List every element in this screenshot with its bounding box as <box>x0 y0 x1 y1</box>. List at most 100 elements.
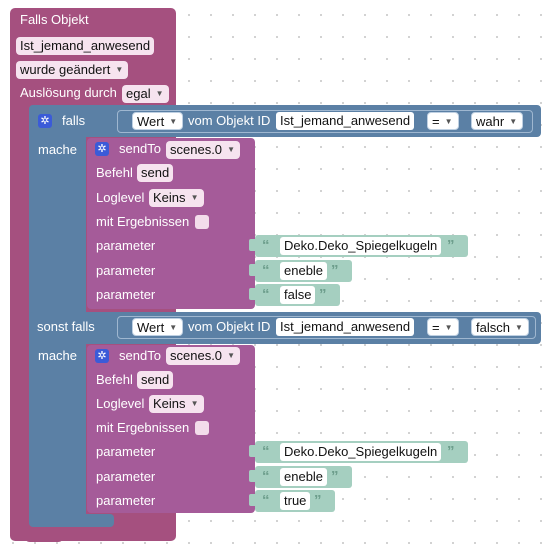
object-id-field-2[interactable]: Ist_jemand_anwesend <box>276 318 415 336</box>
befehl-field-2[interactable]: send <box>137 371 174 389</box>
operator-dropdown-1[interactable]: = ▼ <box>427 112 459 130</box>
param-value-field[interactable]: Deko.Deko_Spiegelkugeln <box>280 237 442 255</box>
results-label-1: mit Ergebnissen <box>96 214 190 229</box>
socket-tab <box>249 470 257 482</box>
chevron-down-icon: ▼ <box>155 89 164 98</box>
of-object-label-2: vom Objekt ID <box>188 319 271 334</box>
open-quote-icon: “ <box>262 286 270 303</box>
chevron-down-icon: ▼ <box>509 117 518 126</box>
condition-2[interactable] <box>117 316 536 339</box>
chevron-down-icon: ▼ <box>169 323 178 332</box>
param-value-field[interactable]: eneble <box>280 468 328 486</box>
chevron-down-icon: ▼ <box>169 117 178 126</box>
operator-value: = <box>432 114 440 129</box>
befehl-field-1[interactable]: send <box>137 164 174 182</box>
loglevel-dropdown-2[interactable]: Keins ▼ <box>149 395 204 413</box>
loglevel-dropdown-1[interactable]: Keins ▼ <box>149 189 204 207</box>
close-quote-icon: ” <box>314 492 322 509</box>
chevron-down-icon: ▼ <box>515 323 523 332</box>
condition-1[interactable] <box>117 110 533 133</box>
param-label: parameter <box>96 287 156 302</box>
compare-value-dropdown-1[interactable]: wahr ▼ <box>471 112 524 130</box>
trigger-type-dropdown[interactable]: egal ▼ <box>122 85 169 103</box>
chevron-down-icon: ▼ <box>227 145 236 154</box>
close-quote-icon: ” <box>319 286 327 303</box>
loglevel-label-1: Loglevel <box>96 190 145 205</box>
if-label: falls <box>62 113 86 128</box>
param-value-field[interactable]: false <box>280 286 316 304</box>
value-dropdown-label: Wert <box>137 320 165 335</box>
param-value: Deko.Deko_Spiegelkugeln <box>284 444 438 459</box>
results-label-2: mit Ergebnissen <box>96 420 190 435</box>
open-quote-icon: “ <box>262 492 270 509</box>
event-object-id: Ist_jemand_anwesend <box>20 38 151 53</box>
open-quote-icon: “ <box>262 237 270 254</box>
compare-value-dropdown-2[interactable]: falsch ▼ <box>471 318 529 336</box>
param-value-field[interactable]: true <box>280 492 311 510</box>
gear-icon[interactable]: ✲ <box>95 349 109 363</box>
then-label-1: mache <box>38 142 78 157</box>
param-label: parameter <box>96 238 156 253</box>
object-id-field-1[interactable]: Ist_jemand_anwesend <box>276 112 415 130</box>
param-value: eneble <box>284 263 324 278</box>
adapter-dropdown-1[interactable]: scenes.0 ▼ <box>166 141 241 159</box>
close-quote-icon: ” <box>447 237 455 254</box>
param-value: eneble <box>284 469 324 484</box>
socket-tab <box>249 239 257 251</box>
befehl-value: send <box>141 165 170 180</box>
sendto-title-1: sendTo <box>119 141 161 156</box>
compare-value: wahr <box>476 114 505 129</box>
else-if-label: sonst falls <box>37 319 95 334</box>
value-dropdown-2[interactable]: Wert ▼ <box>132 318 184 336</box>
adapter-value: scenes.0 <box>170 348 223 363</box>
compare-value: falsch <box>476 320 510 335</box>
event-title: Falls Objekt <box>20 12 89 27</box>
befehl-label-1: Befehl <box>96 165 133 180</box>
socket-tab <box>249 288 257 300</box>
open-quote-icon: “ <box>262 443 270 460</box>
object-id-value: Ist_jemand_anwesend <box>280 319 411 334</box>
sendto-title-2: sendTo <box>119 348 161 363</box>
results-checkbox-2[interactable] <box>195 421 209 435</box>
close-quote-icon: ” <box>331 262 339 279</box>
socket-tab <box>249 264 257 276</box>
param-value-field[interactable]: eneble <box>280 262 328 280</box>
gear-icon[interactable]: ✲ <box>38 114 52 128</box>
operator-value: = <box>432 320 440 335</box>
socket-tab <box>249 494 257 506</box>
adapter-dropdown-2[interactable]: scenes.0 ▼ <box>166 347 241 365</box>
befehl-value: send <box>141 372 170 387</box>
event-block-bottom-tab <box>24 528 64 542</box>
loglevel-label-2: Loglevel <box>96 396 145 411</box>
param-label: parameter <box>96 444 156 459</box>
trigger-dropdown[interactable]: wurde geändert ▼ <box>16 61 129 79</box>
close-quote-icon: ” <box>331 468 339 485</box>
param-value-field[interactable]: Deko.Deko_Spiegelkugeln <box>280 443 442 461</box>
of-object-label-1: vom Objekt ID <box>188 113 271 128</box>
then-label-2: mache <box>38 348 78 363</box>
object-id-value: Ist_jemand_anwesend <box>280 113 411 128</box>
chevron-down-icon: ▼ <box>115 65 124 74</box>
open-quote-icon: “ <box>262 468 270 485</box>
value-dropdown-label: Wert <box>137 114 165 129</box>
param-value: true <box>284 493 307 508</box>
gear-icon[interactable]: ✲ <box>95 142 109 156</box>
if-block-bottom <box>29 514 114 527</box>
loglevel-value: Keins <box>153 190 186 205</box>
close-quote-icon: ” <box>447 443 455 460</box>
chevron-down-icon: ▼ <box>444 117 453 126</box>
param-label: parameter <box>96 263 156 278</box>
trigger-label: Auslösung durch <box>20 85 117 100</box>
befehl-label-2: Befehl <box>96 372 133 387</box>
param-label: parameter <box>96 469 156 484</box>
operator-dropdown-2[interactable]: = ▼ <box>427 318 459 336</box>
event-object-id-dropdown[interactable]: Ist_jemand_anwesend <box>16 37 155 55</box>
chevron-down-icon: ▼ <box>190 193 199 202</box>
param-value: Deko.Deko_Spiegelkugeln <box>284 238 438 253</box>
param-label: parameter <box>96 493 156 508</box>
socket-tab <box>249 445 257 457</box>
results-checkbox-1[interactable] <box>195 215 209 229</box>
chevron-down-icon: ▼ <box>227 351 236 360</box>
adapter-value: scenes.0 <box>170 142 223 157</box>
value-dropdown-1[interactable]: Wert ▼ <box>132 112 184 130</box>
